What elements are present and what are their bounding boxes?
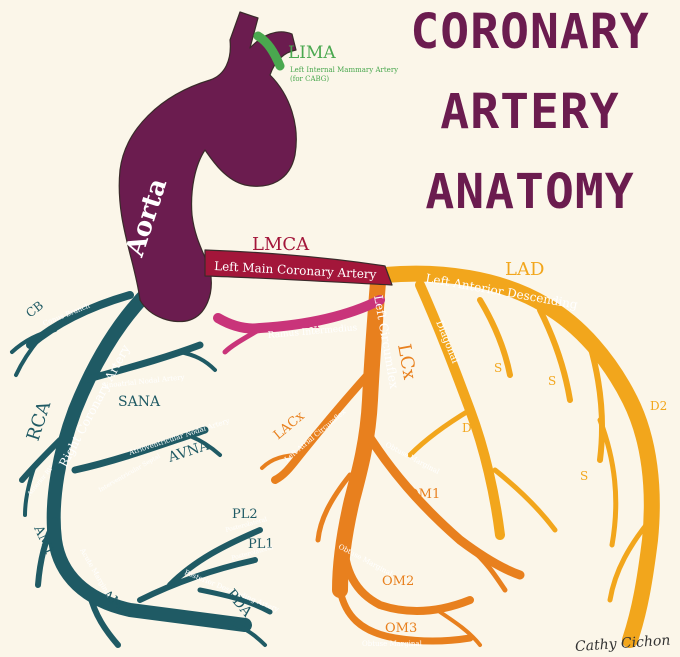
am2-vessel [87,592,121,648]
lima-note-label: (for CABG) [290,75,329,83]
lad-label: LAD [505,259,544,280]
om3-label: OM3 [385,621,417,636]
lcx-tree [260,274,525,647]
septal-2-label: S [548,374,556,388]
title-line-2: ARTERY [440,84,619,140]
d2-label: D2 [650,399,667,413]
om1-label: OM1 [408,487,440,502]
lima-vessel [253,31,285,71]
pl2-label: PL2 [232,507,258,522]
title-line-3: ANATOMY [425,164,634,220]
septal-2-vessel [537,307,573,403]
ri-vessel [213,295,385,334]
septal-1-label: S [494,361,502,375]
om3-marginal-label: Obtuse Marginal [362,640,423,648]
lima-full-label: Left Internal Mammary Artery [290,66,398,74]
artist-signature: Cathy Cichon [574,632,670,655]
d1-label: D1 [462,421,479,435]
septal-1-vessel [477,297,513,378]
rca-label: RCA [23,398,56,444]
ri-label: RI [305,317,320,332]
pl1-label: PL1 [248,537,274,552]
cb-label: CB [23,298,46,320]
am1-vessel [35,517,58,588]
lacx-vessel [271,366,376,484]
lad-full-label: Left Anterior Descending [424,271,579,312]
lacx-label: LACx [271,408,308,443]
septal-3-label: S [580,469,588,483]
posterolateral-vessel [137,557,258,603]
sana-vessel [81,341,204,384]
lmca-label: LMCA [252,234,310,255]
lad-main-vessel [377,265,660,648]
anterior-rv-vessel [19,437,63,483]
om2-vessel [339,516,474,616]
om2-label: OM2 [382,574,414,589]
om1-vessel [360,425,525,580]
title-line-1: CORONARY [410,4,649,60]
rca-tree [10,283,273,648]
sana-label: SANA [118,394,161,410]
pda-label: PDA [223,586,256,621]
septal-3-vessel [587,342,605,463]
lima-label: LIMA [288,43,336,63]
om3-vessel [336,586,474,645]
lmca-shape [204,249,393,286]
lad-tree [377,265,660,648]
rca-main-vessel [46,283,252,632]
